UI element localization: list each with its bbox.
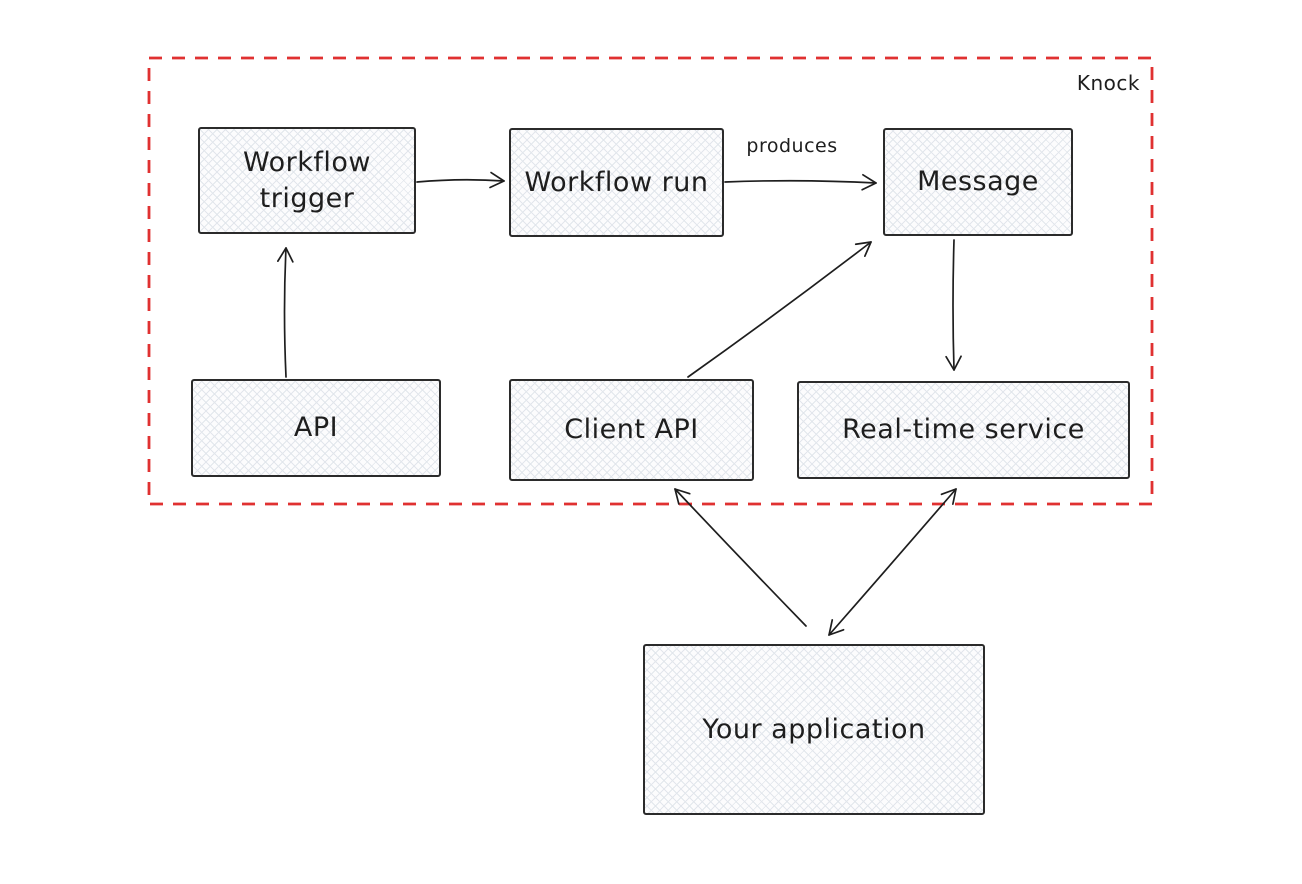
node-api-label: API: [293, 412, 339, 444]
knock-boundary: [147, 56, 1154, 506]
arrow-your-application-to-client-api: [674, 488, 807, 627]
edge-label-produces: produces: [746, 135, 838, 157]
node-client-api-label: Client API: [564, 414, 699, 446]
arrow-workflow-trigger-to-workflow-run: [416, 171, 505, 189]
node-workflow-trigger-label: Workflow trigger: [243, 147, 371, 214]
node-workflow-trigger: Workflow trigger: [198, 127, 416, 234]
node-your-application-label: Your application: [702, 713, 926, 745]
node-real-time-service: Real-time service: [797, 381, 1130, 479]
node-api: API: [191, 379, 441, 477]
node-workflow-run: Workflow run: [509, 128, 724, 237]
node-message: Message: [883, 128, 1073, 236]
arrow-client-api-to-message: [687, 241, 872, 378]
arrow-api-to-workflow-trigger: [277, 247, 294, 378]
arrow-workflow-run-to-message: [724, 173, 877, 191]
node-workflow-run-label: Workflow run: [524, 166, 709, 198]
arrow-real-time-service-your-application: [828, 488, 957, 636]
node-your-application: Your application: [643, 644, 985, 815]
node-real-time-service-label: Real-time service: [842, 414, 1085, 446]
node-client-api: Client API: [509, 379, 754, 481]
knock-boundary-label: Knock: [1076, 71, 1140, 95]
arrow-message-to-real-time-service: [945, 239, 962, 371]
node-message-label: Message: [917, 166, 1039, 198]
